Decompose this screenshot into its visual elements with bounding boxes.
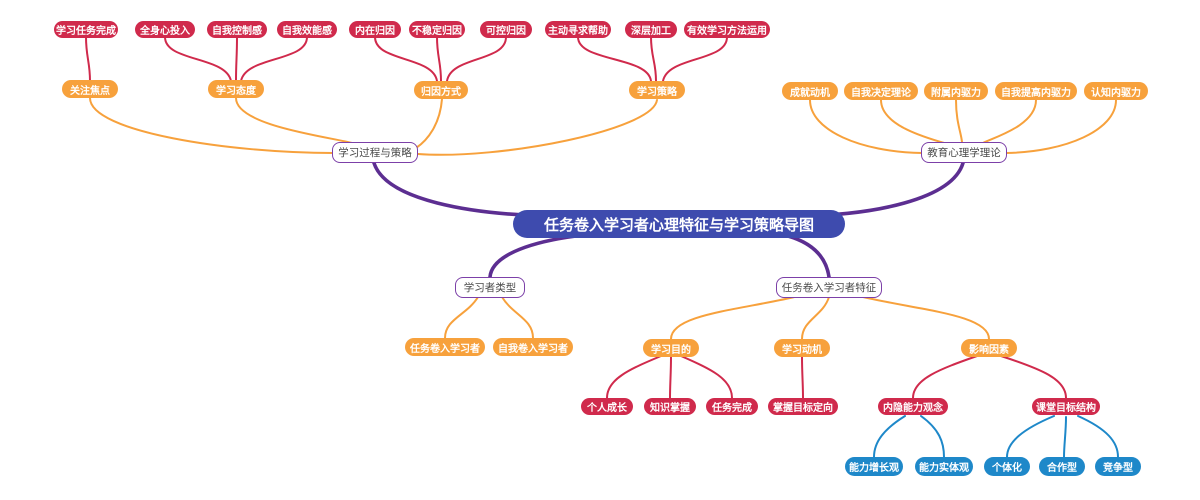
branch-implicit-entity-view [920,415,945,458]
node-help-seeking[interactable]: 主动寻求帮助 [545,21,611,38]
branch-features-learning-motivation [801,296,830,340]
node-achievement-motivation[interactable]: 成就动机 [782,82,838,100]
branch-attitude-sense-of-control [235,36,238,82]
branch-factors-implicit-ability [912,355,978,399]
branch-central-edu [798,161,965,218]
branch-purpose-task-accomplishment [680,355,733,399]
branch-strategies-deep-processing [650,36,657,82]
node-implicit-ability-beliefs[interactable]: 内隐能力观念 [878,398,948,415]
branch-process-attribution-style [415,98,443,149]
branch-attribution-unstable [436,36,442,82]
node-classroom-goal-structure[interactable]: 课堂目标结构 [1032,398,1100,415]
node-self-efficacy[interactable]: 自我效能感 [277,21,337,38]
node-personal-growth[interactable]: 个人成长 [581,398,633,415]
branch-types-task-involved [444,296,479,339]
branch-process-attention-focus [89,97,334,154]
node-central-topic[interactable]: 任务卷入学习者心理特征与学习策略导图 [513,210,845,238]
node-attribution-style[interactable]: 归因方式 [414,81,468,99]
branch-attribution-controllable [446,36,507,82]
node-learning-strategies[interactable]: 学习策略 [629,81,685,99]
branch-features-influencing-factors [858,295,990,340]
node-task-involved-learner[interactable]: 任务卷入学习者 [405,338,485,356]
node-learner-types[interactable]: 学习者类型 [455,277,525,298]
branch-classroom-individualistic [1006,415,1055,458]
node-knowledge-mastery[interactable]: 知识掌握 [644,398,696,415]
branch-edu-affiliative-drive [955,99,963,143]
branch-attitude-self-efficacy [240,36,308,82]
node-affiliative-drive[interactable]: 附属内驱力 [924,82,988,100]
node-self-enhancement-drive[interactable]: 自我提高内驱力 [995,82,1077,100]
node-cooperative[interactable]: 合作型 [1039,457,1085,476]
branch-edu-cognitive-drive [1005,99,1117,154]
branch-process-learning-attitude [235,97,353,144]
node-mastery-goal-orientation[interactable]: 掌握目标定向 [768,398,838,415]
node-influencing-factors[interactable]: 影响因素 [961,339,1017,357]
branch-classroom-competitive [1077,415,1119,458]
node-sense-of-control[interactable]: 自我控制感 [207,21,267,38]
node-competitive[interactable]: 竞争型 [1095,457,1141,476]
node-task-accomplishment[interactable]: 任务完成 [706,398,758,415]
node-controllable-attribution[interactable]: 可控归因 [480,21,532,38]
branch-attribution-internal [374,36,438,82]
branch-features-learning-purpose [670,295,800,340]
branch-factors-classroom-goal [1000,355,1067,399]
branch-attitude-full-engagement [164,36,232,82]
branch-motivation-mastery-goal [801,356,804,399]
branch-central-process [372,161,558,218]
node-deep-processing[interactable]: 深层加工 [625,21,677,38]
node-learning-process-strategies[interactable]: 学习过程与策略 [332,142,418,163]
node-individualistic[interactable]: 个体化 [984,457,1030,476]
node-attention-focus[interactable]: 关注焦点 [62,80,118,98]
node-task-completion[interactable]: 学习任务完成 [54,21,118,38]
branch-types-ego-involved [501,296,534,339]
node-full-engagement[interactable]: 全身心投入 [135,21,195,38]
node-learning-purpose[interactable]: 学习目的 [643,339,699,357]
branch-edu-achievement-motivation [809,99,923,154]
node-entity-ability-view[interactable]: 能力实体观 [915,457,973,476]
node-effective-methods[interactable]: 有效学习方法运用 [684,21,770,38]
node-incremental-ability-view[interactable]: 能力增长观 [845,457,903,476]
node-educational-psychology-theories[interactable]: 教育心理学理论 [921,142,1007,163]
branch-central-learner-types [488,234,578,279]
node-learning-motivation[interactable]: 学习动机 [774,339,830,357]
branch-strategies-help-seeking [577,36,652,82]
branch-edu-self-enhancement-drive [982,99,1037,144]
node-internal-attribution[interactable]: 内在归因 [349,21,401,38]
node-unstable-attribution[interactable]: 不稳定归因 [409,21,465,38]
branch-implicit-incremental-view [873,415,906,458]
branch-purpose-personal-growth [606,355,662,399]
node-ego-involved-learner[interactable]: 自我卷入学习者 [493,338,573,356]
branch-edu-self-determination [880,99,945,144]
node-learning-attitude[interactable]: 学习态度 [208,80,264,98]
branch-attention-focus-task-completion [85,36,91,82]
branch-purpose-knowledge-mastery [669,356,672,399]
node-self-determination-theory[interactable]: 自我决定理论 [844,82,918,100]
branch-strategies-effective-methods [662,36,728,82]
branch-process-learning-strategies [417,99,658,156]
branch-classroom-cooperative [1063,416,1067,458]
node-cognitive-drive[interactable]: 认知内驱力 [1084,82,1148,100]
branch-central-learner-features [786,234,831,279]
node-task-involved-learner-features[interactable]: 任务卷入学习者特征 [776,277,882,298]
